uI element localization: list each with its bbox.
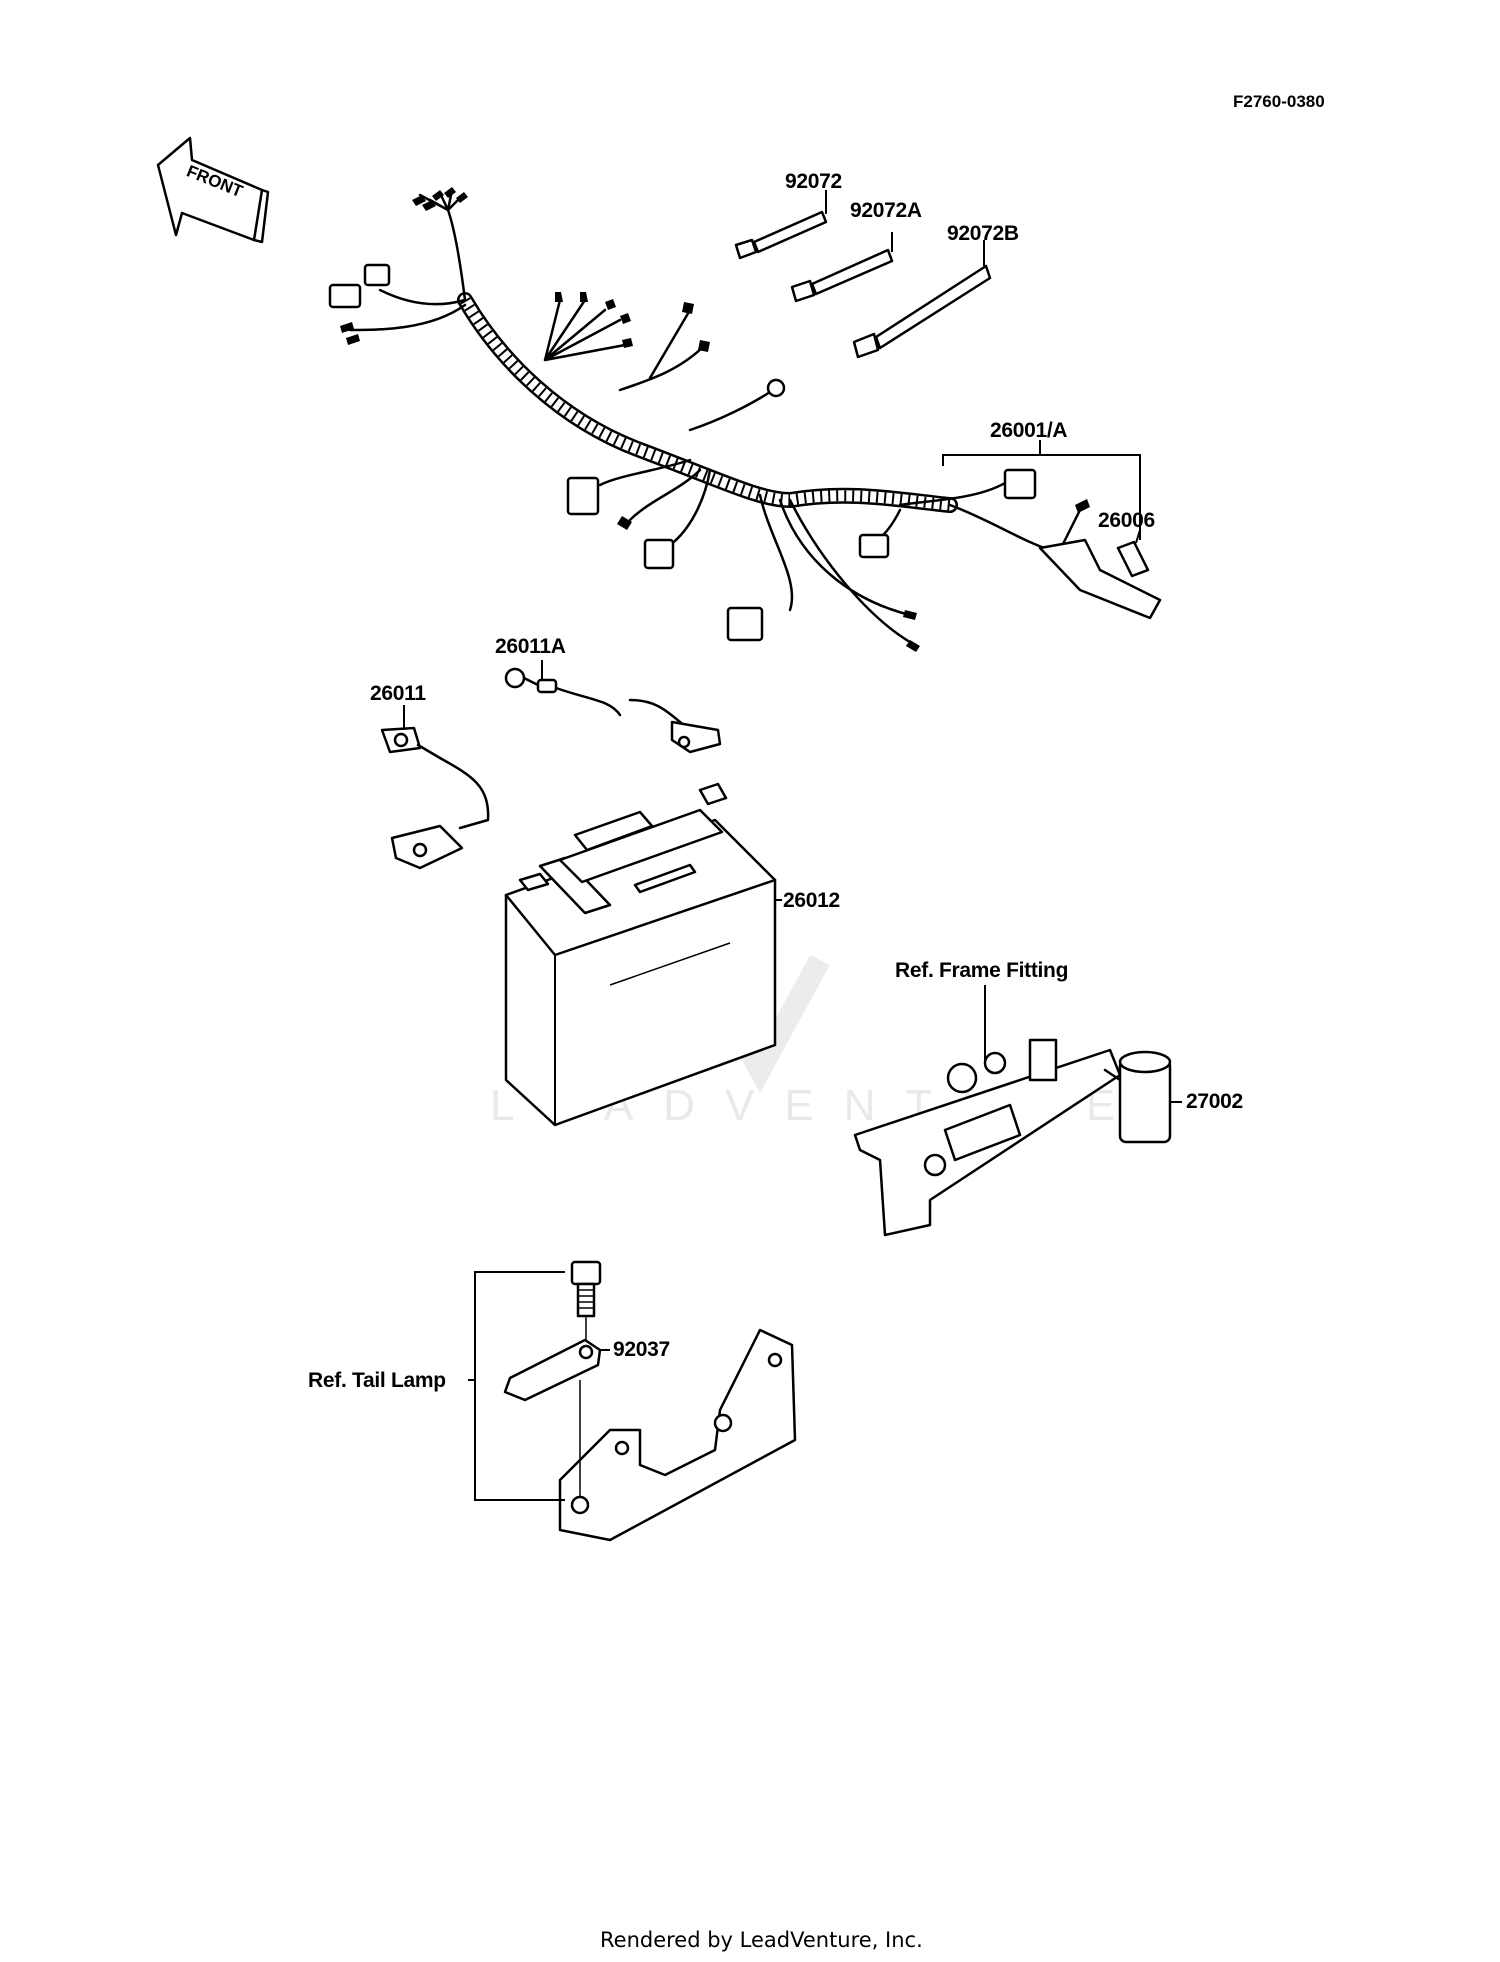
- footer-credit: Rendered by LeadVenture, Inc.: [600, 1928, 923, 1952]
- label-ref-frame-fitting: Ref. Frame Fitting: [895, 959, 1068, 982]
- fuse: [1116, 529, 1150, 578]
- battery-cable-26011: [380, 705, 490, 870]
- battery-cable-26011a: [504, 660, 722, 754]
- label-26001a: 26001/A: [990, 419, 1067, 442]
- label-26011: 26011: [370, 682, 426, 705]
- label-92037: 92037: [613, 1338, 670, 1361]
- wiring-harness: [328, 187, 1162, 652]
- tail-lamp-bracket-lines: [468, 1271, 587, 1501]
- label-26012: 26012: [783, 889, 840, 912]
- cable-tie-92072b: [852, 240, 992, 359]
- label-27002: 27002: [1186, 1090, 1243, 1113]
- mounting-bolt: [570, 1260, 602, 1318]
- diagram-code: F2760-0380: [1233, 92, 1325, 111]
- front-arrow-icon: FRONT: [156, 136, 270, 244]
- battery: [504, 782, 782, 1127]
- label-92072b: 92072B: [947, 222, 1019, 245]
- label-26011a: 26011A: [495, 635, 566, 658]
- holder-92037: [503, 1338, 610, 1402]
- label-92072: 92072: [785, 170, 842, 193]
- tail-lamp-bracket: [558, 1328, 797, 1542]
- relay: [1103, 1050, 1182, 1144]
- harness-bracket: [942, 440, 1141, 540]
- cable-tie-92072a: [790, 232, 894, 303]
- label-ref-tail-lamp: Ref. Tail Lamp: [308, 1369, 446, 1392]
- frame-fitting: [853, 985, 1122, 1237]
- label-92072a: 92072A: [850, 199, 922, 222]
- cable-tie-92072: [734, 190, 828, 260]
- label-26006: 26006: [1098, 509, 1155, 532]
